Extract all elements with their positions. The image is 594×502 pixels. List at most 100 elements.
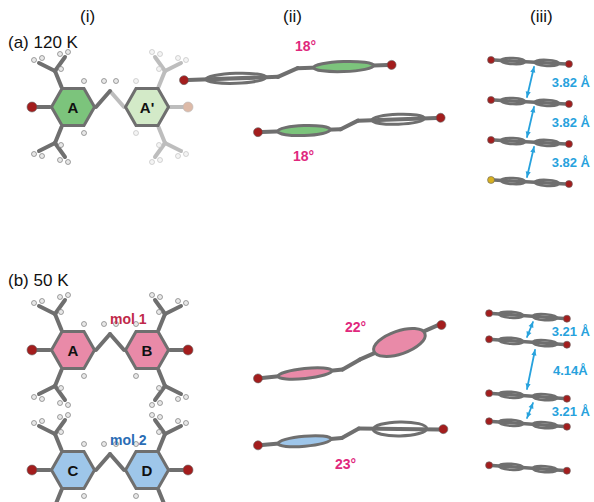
ring — [535, 139, 559, 146]
atom — [59, 430, 64, 435]
ring — [278, 434, 332, 449]
side-view-molecule — [179, 60, 396, 86]
atom — [40, 299, 45, 304]
distance-value: 4.14Å — [553, 364, 588, 378]
atom — [82, 374, 87, 379]
bond — [155, 57, 165, 71]
atom — [66, 403, 71, 408]
atom — [157, 386, 162, 391]
ring — [372, 113, 425, 125]
panel-number: (ii) — [283, 8, 302, 27]
atom — [58, 295, 63, 300]
atom — [183, 465, 193, 475]
ring-hexagon: C — [50, 450, 96, 490]
bond — [165, 426, 181, 434]
bond — [527, 322, 533, 337]
angle-value: 18° — [293, 149, 314, 164]
atom — [485, 390, 492, 397]
bond — [341, 428, 359, 438]
atom — [114, 79, 119, 84]
atom — [27, 345, 37, 355]
atom — [565, 140, 572, 147]
atom — [59, 310, 64, 315]
bond — [527, 350, 535, 389]
atom — [179, 75, 188, 84]
bond — [527, 403, 533, 418]
molecule-skeleton — [27, 413, 119, 502]
panel-number: (iii) — [530, 8, 553, 27]
ring — [499, 463, 523, 471]
atom — [183, 345, 193, 355]
bond — [155, 386, 165, 400]
bond — [155, 420, 165, 434]
atom — [184, 58, 189, 63]
atom — [176, 154, 181, 159]
arrowhead — [526, 131, 531, 137]
atom — [487, 136, 494, 143]
arrowhead — [529, 403, 534, 409]
bond — [165, 143, 181, 151]
atom — [485, 336, 492, 343]
atom — [158, 158, 163, 163]
panel-heading: (b) 50 K — [8, 272, 68, 291]
stacked-molecule — [485, 390, 570, 403]
bond — [55, 143, 65, 157]
molecule-skeleton — [110, 50, 193, 165]
molecule-label: mol 2 — [110, 433, 147, 448]
atom — [102, 322, 107, 327]
arrowhead — [531, 350, 536, 356]
atom — [176, 56, 181, 61]
atom — [485, 418, 492, 425]
atom — [150, 403, 155, 408]
atom — [157, 430, 162, 435]
atom — [253, 373, 263, 383]
distance-value: 3.82 Å — [552, 76, 590, 90]
atom — [27, 102, 37, 112]
ring — [501, 177, 525, 184]
atom — [565, 180, 572, 187]
bond — [39, 306, 55, 314]
atom — [563, 423, 570, 430]
ring — [501, 97, 525, 104]
atom — [59, 386, 64, 391]
stacked-molecule — [485, 310, 570, 323]
bond — [39, 386, 55, 394]
panel-number: (i) — [80, 8, 95, 27]
ring-hexagon: D — [124, 450, 170, 490]
ring-hexagon: A' — [124, 87, 170, 127]
atom — [82, 322, 87, 327]
bond — [110, 454, 124, 470]
ring — [499, 419, 523, 427]
atom — [176, 397, 181, 402]
molecule-skeleton — [27, 50, 119, 165]
atom — [32, 421, 37, 426]
bond — [278, 68, 298, 77]
atom — [66, 293, 71, 298]
atom — [58, 415, 63, 420]
atom — [436, 320, 446, 330]
bond — [55, 434, 62, 450]
ring — [373, 421, 427, 436]
atom — [436, 113, 445, 122]
atom — [565, 60, 572, 67]
ring-hexagon: A — [50, 87, 96, 127]
ring — [533, 421, 557, 429]
atom — [150, 413, 155, 418]
ring — [501, 137, 525, 144]
atom — [438, 424, 448, 434]
ring — [278, 366, 333, 382]
atom — [102, 79, 107, 84]
arrowhead — [530, 67, 535, 73]
atom — [66, 413, 71, 418]
atom — [134, 374, 139, 379]
bond — [55, 370, 62, 386]
atom — [40, 419, 45, 424]
bond — [159, 434, 166, 450]
atom — [184, 421, 189, 426]
atom — [32, 395, 37, 400]
bond — [55, 71, 62, 87]
ring-letter: D — [142, 462, 153, 479]
atom — [157, 67, 162, 72]
bond — [159, 314, 166, 330]
